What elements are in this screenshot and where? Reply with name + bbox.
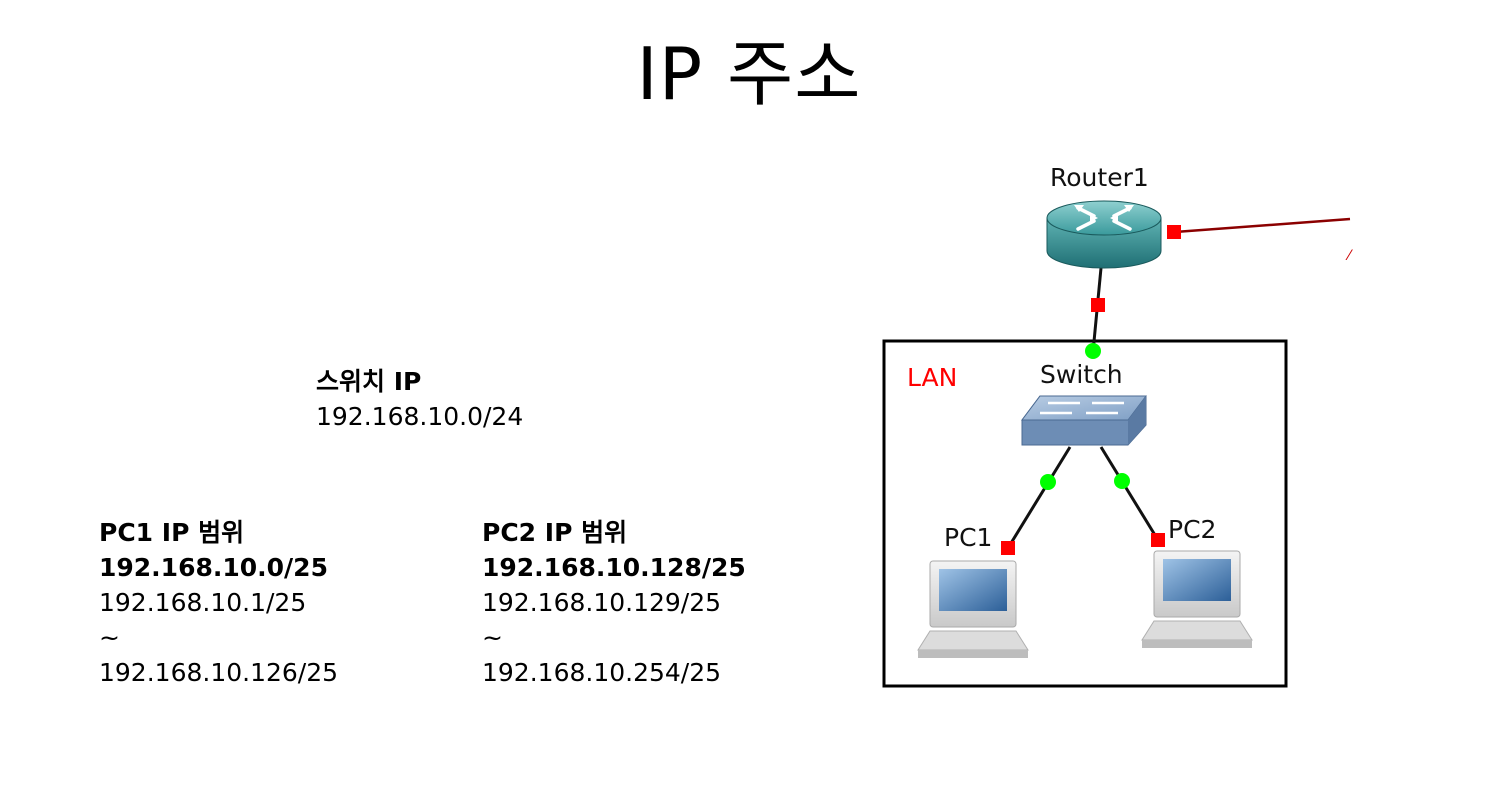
pc1-range-separator: ~ (99, 623, 120, 652)
pc2-range-end: 192.168.10.254/25 (482, 658, 722, 687)
lan-boundary-box (882, 339, 1288, 688)
lan-label: LAN (907, 363, 957, 392)
switch-icon[interactable] (1021, 395, 1147, 446)
pc1-port (1001, 541, 1015, 555)
pc1-icon[interactable] (917, 560, 1029, 658)
switch-pc2-link (1099, 446, 1160, 541)
pc1-label: PC1 (944, 523, 992, 552)
pc1-ip-block: PC1 IP 범위 192.168.10.0/25 192.168.10.1/2… (99, 515, 338, 690)
switch-pc2-port (1114, 473, 1130, 489)
pc1-range-start: 192.168.10.1/25 (99, 588, 307, 617)
router-uplink-port (1167, 225, 1181, 239)
router-icon[interactable] (1046, 200, 1162, 269)
uplink-fragment-mark: ⁄ (1345, 248, 1353, 264)
switch-uplink-port (1085, 343, 1101, 359)
pc2-port (1151, 533, 1165, 547)
switch-pc1-port (1040, 474, 1056, 490)
switch-ip-network: 192.168.10.0/24 (316, 402, 524, 431)
pc2-range-separator: ~ (482, 623, 503, 652)
router-label: Router1 (1050, 163, 1149, 192)
pc2-range-start: 192.168.10.129/25 (482, 588, 722, 617)
router-uplink (1174, 217, 1351, 234)
page-title: IP 주소 (636, 32, 862, 116)
pc2-ip-heading: PC2 IP 범위 (482, 518, 628, 547)
pc1-range-end: 192.168.10.126/25 (99, 658, 339, 687)
pc2-icon[interactable] (1141, 550, 1253, 648)
switch-ip-block: 스위치 IP 192.168.10.0/24 (316, 364, 523, 434)
pc2-ip-block: PC2 IP 범위 192.168.10.128/25 192.168.10.1… (482, 515, 746, 690)
switch-pc1-link (1006, 446, 1072, 549)
pc1-ip-heading: PC1 IP 범위 (99, 518, 245, 547)
pc1-ip-network: 192.168.10.0/25 (99, 553, 328, 582)
pc2-label: PC2 (1168, 515, 1216, 544)
router-downlink-port (1091, 298, 1105, 312)
switch-ip-heading: 스위치 IP (316, 367, 422, 396)
pc2-ip-network: 192.168.10.128/25 (482, 553, 746, 582)
switch-label: Switch (1040, 360, 1123, 389)
